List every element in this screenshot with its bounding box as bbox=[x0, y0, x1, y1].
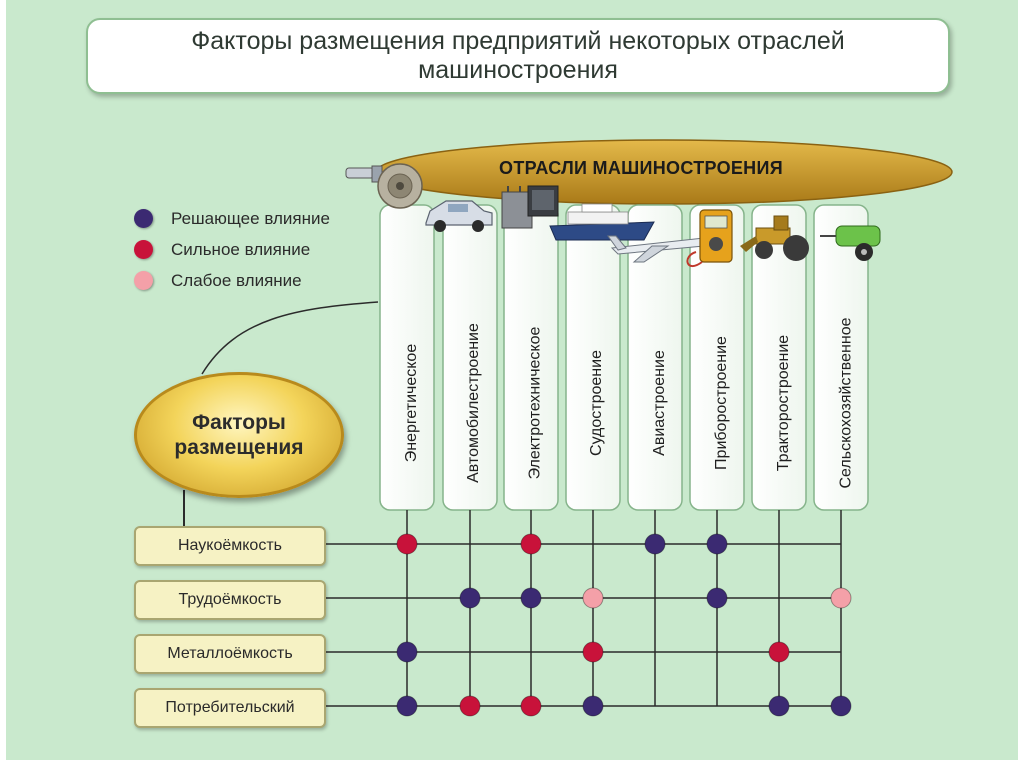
column-label-text: Сельскохозяйственное bbox=[837, 317, 855, 488]
legend-item-weak: Слабое влияние bbox=[134, 265, 330, 296]
column-label-text: Электротехническое bbox=[526, 326, 543, 479]
column-label-text: Приборостроение bbox=[713, 335, 731, 470]
column-label-text: Авиастроение bbox=[651, 349, 669, 456]
branches-header: ОТРАСЛИ МАШИНОСТРОЕНИЯ bbox=[499, 158, 783, 178]
legend-label: Слабое влияние bbox=[171, 270, 302, 290]
factor-row-text: Трудоёмкость bbox=[178, 591, 282, 608]
car-icon bbox=[425, 200, 493, 232]
factor-row-label: Потребительский bbox=[134, 688, 326, 728]
factor-row-label: Металлоёмкость bbox=[134, 634, 326, 674]
factor-row-text: Металлоёмкость bbox=[167, 645, 293, 662]
farm-machine-icon bbox=[820, 225, 881, 261]
connector-curve bbox=[201, 301, 379, 375]
influence-dot-strong bbox=[520, 695, 542, 717]
legend-label: Сильное влияние bbox=[171, 239, 311, 259]
column-label: Приборостроение bbox=[694, 300, 750, 505]
title-box: Факторы размещения предприятий некоторых… bbox=[86, 18, 950, 94]
factor-row-label: Наукоёмкость bbox=[134, 526, 326, 566]
column-label: Энергетическое bbox=[384, 300, 440, 505]
influence-dot-decisive bbox=[644, 533, 666, 555]
transformer-icon bbox=[501, 185, 559, 229]
influence-dot-decisive bbox=[520, 587, 542, 609]
influence-dot-decisive bbox=[830, 695, 852, 717]
factor-row-text: Наукоёмкость bbox=[178, 537, 282, 554]
diagram-canvas: Факторы размещения предприятий некоторых… bbox=[6, 0, 1018, 760]
multimeter-icon bbox=[686, 209, 733, 268]
legend-item-strong: Сильное влияние bbox=[134, 234, 330, 265]
column-label: Сельскохозяйственное bbox=[818, 300, 874, 505]
influence-dot-decisive bbox=[768, 695, 790, 717]
factors-title: Факторы размещения bbox=[174, 411, 304, 459]
column-label: Электротехническое bbox=[507, 300, 563, 505]
influence-dot-decisive bbox=[396, 641, 418, 663]
column-label: Судостроение bbox=[569, 300, 625, 505]
column-label-text: Тракторостроение bbox=[775, 334, 793, 471]
diagram-graphics bbox=[183, 139, 953, 717]
legend: Решающее влияние Сильное влияние Слабое … bbox=[134, 203, 330, 296]
column-label-text: Автомобилестроение bbox=[465, 322, 483, 483]
airplane-icon bbox=[607, 235, 711, 263]
column-label: Автомобилестроение bbox=[446, 300, 502, 505]
factor-row-label: Трудоёмкость bbox=[134, 580, 326, 620]
column-label-text: Судостроение bbox=[588, 349, 606, 456]
legend-item-decisive: Решающее влияние bbox=[134, 203, 330, 234]
diagram-title: Факторы размещения предприятий некоторых… bbox=[191, 27, 845, 84]
factors-badge: Факторы размещения bbox=[134, 372, 344, 498]
legend-dot-decisive bbox=[134, 209, 153, 228]
influence-dot-strong bbox=[396, 533, 418, 555]
column-label: Авиастроение bbox=[632, 300, 688, 505]
legend-dot-strong bbox=[134, 240, 153, 259]
influence-dot-decisive bbox=[706, 587, 728, 609]
factor-row-text: Потребительский bbox=[165, 699, 295, 716]
influence-dot-weak bbox=[582, 587, 604, 609]
ship-icon bbox=[549, 203, 655, 241]
influence-dot-decisive bbox=[396, 695, 418, 717]
legend-label: Решающее влияние bbox=[171, 208, 330, 228]
tractor-icon bbox=[740, 215, 809, 261]
influence-dot-strong bbox=[459, 695, 481, 717]
column-label-text: Энергетическое bbox=[403, 343, 420, 462]
influence-dot-strong bbox=[582, 641, 604, 663]
column-label: Тракторостроение bbox=[756, 300, 812, 505]
turbine-icon bbox=[345, 163, 423, 209]
influence-dot-decisive bbox=[706, 533, 728, 555]
legend-dot-weak bbox=[134, 271, 153, 290]
influence-dot-decisive bbox=[459, 587, 481, 609]
influence-dot-strong bbox=[520, 533, 542, 555]
influence-dot-decisive bbox=[582, 695, 604, 717]
influence-dot-strong bbox=[768, 641, 790, 663]
influence-dot-weak bbox=[830, 587, 852, 609]
